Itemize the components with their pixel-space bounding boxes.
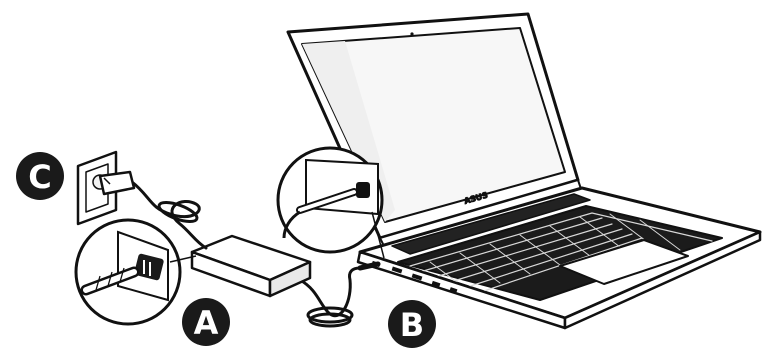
step-label-a: A: [194, 304, 219, 342]
step-label-b: B: [400, 306, 424, 344]
step-badge-b: B: [388, 300, 436, 348]
dc-cable: [300, 264, 378, 326]
power-plug-icon: [100, 172, 134, 194]
step-badge-a: A: [182, 298, 230, 346]
power-adapter-icon: [192, 236, 310, 296]
dc-port-icon: [356, 182, 370, 198]
dc-connector-zoom: [278, 148, 384, 258]
step-label-c: C: [28, 158, 51, 196]
step-badge-c: C: [16, 152, 64, 200]
adapter-socket-zoom: [76, 220, 196, 324]
